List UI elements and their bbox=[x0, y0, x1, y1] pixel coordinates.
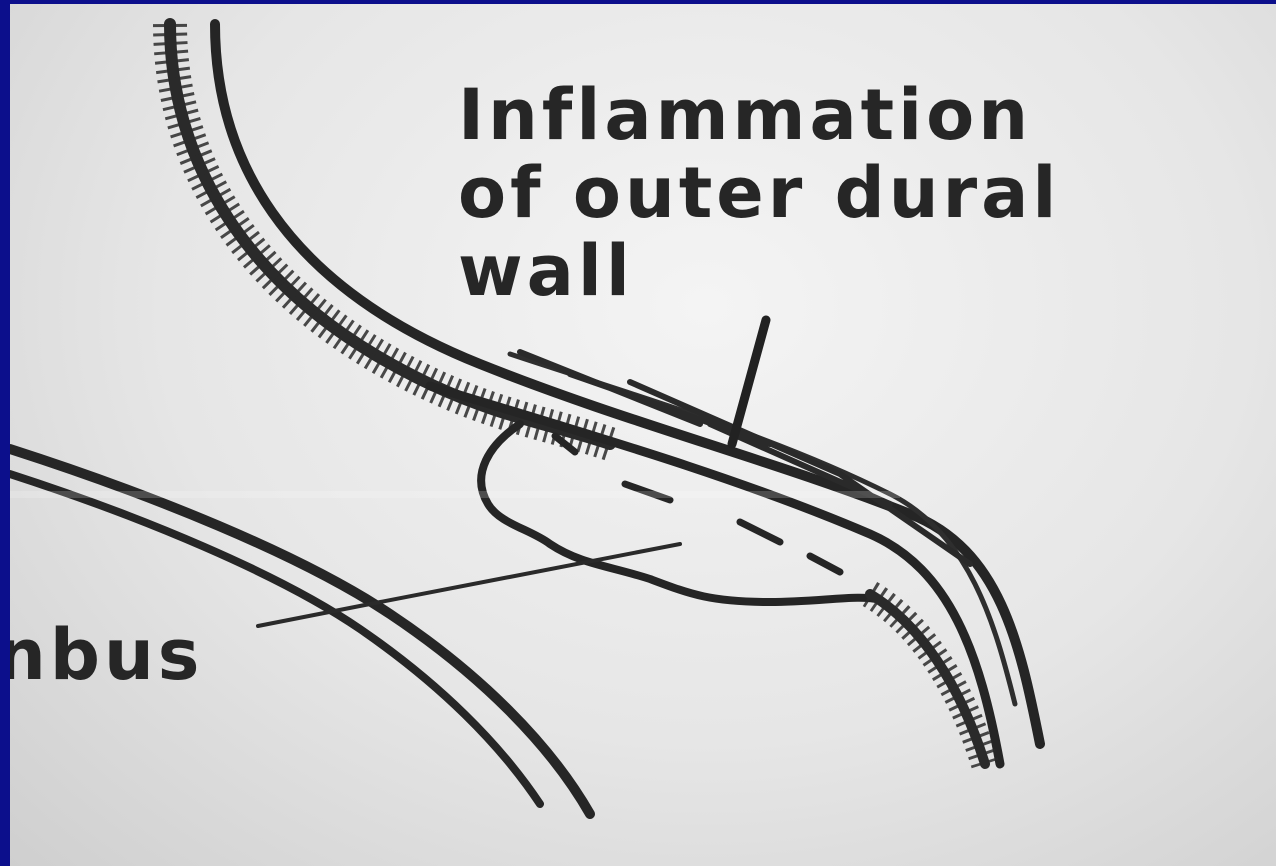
inflammation-label-line-2: of outer dural bbox=[458, 154, 1060, 232]
partial-label: nbus bbox=[10, 616, 203, 694]
sinus-pointer-line bbox=[258, 544, 680, 626]
inflammation-label-line-1: Inflammation bbox=[458, 76, 1060, 154]
diagram-panel: Inflammation of outer dural wall nbus bbox=[10, 4, 1276, 866]
inflammation-label-line-3: wall bbox=[458, 232, 1060, 310]
inflammation-label: Inflammation of outer dural wall bbox=[458, 76, 1060, 310]
lower-fringe-hatching bbox=[870, 594, 985, 764]
scan-artifact-band bbox=[10, 491, 900, 498]
label-pointer-line bbox=[732, 320, 766, 444]
